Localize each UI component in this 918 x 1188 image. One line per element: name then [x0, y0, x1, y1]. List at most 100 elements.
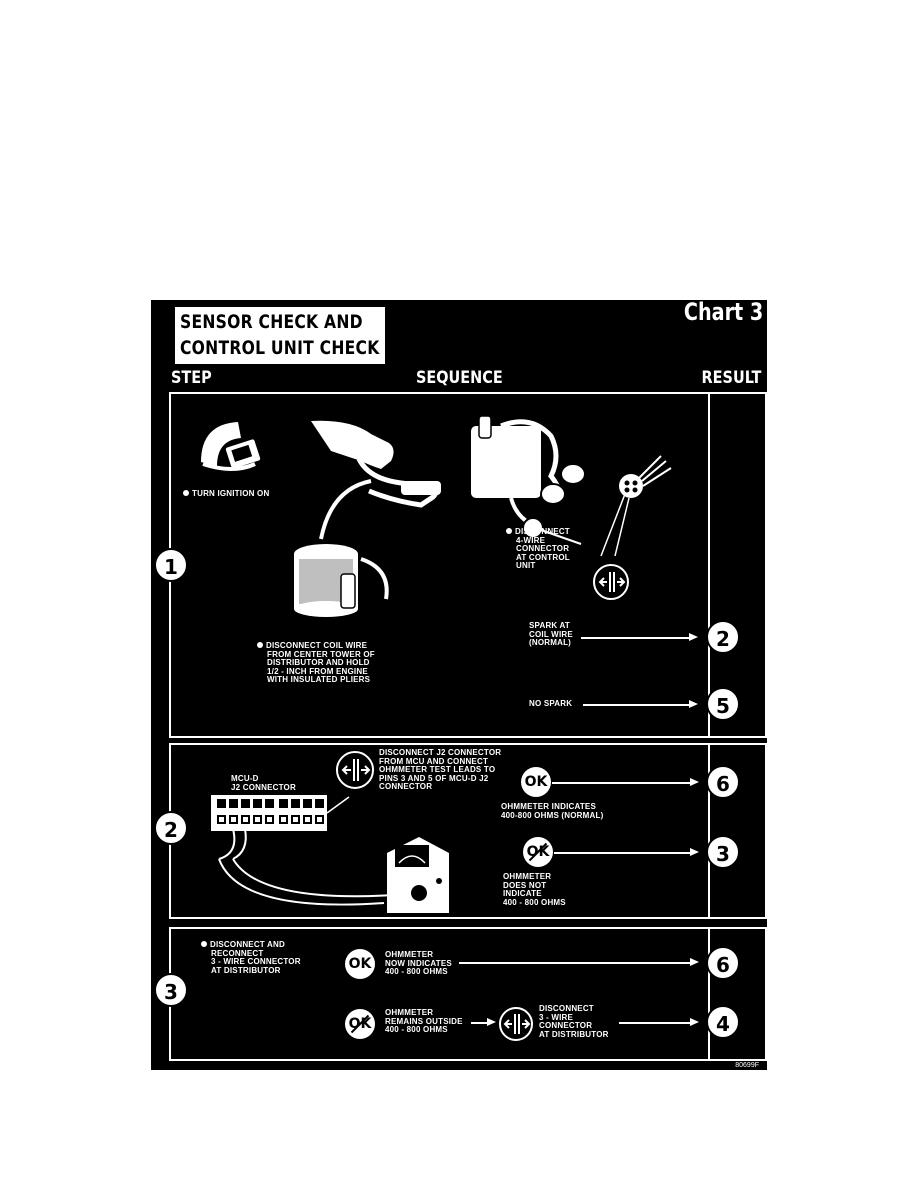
control-unit-illustration [471, 415, 672, 545]
now-indicates-result-bubble: 6 [706, 946, 740, 980]
step-header: STEP [171, 368, 212, 388]
disconnect-4wire-line-5: UNIT [516, 561, 536, 570]
disconnect-coil-line-2: FROM CENTER TOWER OF [267, 649, 375, 659]
step-3-panel: DISCONNECT AND RECONNECT 3 - WIRE CONNEC… [169, 927, 767, 1061]
not-ok-result-bubble: 3 [706, 835, 740, 869]
disconnect-3wire-line-1: DISCONNECT [539, 1004, 594, 1013]
remains-outside-line-3: 400 - 800 OHMS [385, 1025, 448, 1034]
now-indicates-line-1: OHMMETER [385, 950, 434, 959]
mcu-label-line-2: J2 CONNECTOR [231, 782, 296, 792]
ok-icon: OK [521, 767, 551, 797]
disconnect-coil-line-4: 1/2 - INCH FROM ENGINE [267, 666, 368, 676]
no-spark-label: NO SPARK [529, 699, 573, 708]
disconnect-4wire-line-4: AT CONTROL [516, 552, 570, 562]
not-ok-icon: OK [523, 837, 553, 867]
disconnect-3wire-result-bubble: 4 [706, 1005, 740, 1039]
ohmmeter-does-not-text: OHMMETER DOES NOT INDICATE 400 - 800 OHM… [503, 872, 566, 907]
disconnect-3wire-line-3: CONNECTOR [539, 1021, 593, 1030]
spark-line-3: (NORMAL) [529, 638, 572, 647]
ohmmeter-does-not-line-3: INDICATE [503, 889, 542, 898]
bullet-icon [257, 642, 263, 648]
mcu-label: MCU-D J2 CONNECTOR [231, 774, 296, 792]
not-ok-arrow [554, 852, 692, 854]
reconnect-3wire-line-3: 3 - WIRE CONNECTOR [211, 957, 301, 966]
ohmmeter-indicates-line-1: OHMMETER INDICATES [501, 802, 597, 811]
result-header: RESULT [701, 368, 761, 388]
ignition-key-illustration [201, 422, 263, 471]
ohmmeter-indicates-text: OHMMETER INDICATES 400-800 OHMS (NORMAL) [501, 802, 604, 820]
mcu-label-line-1: MCU-D [231, 774, 259, 783]
step-2-number: 2 [154, 811, 188, 845]
bullet-icon [183, 490, 189, 496]
ok-icon: OK [345, 949, 375, 979]
ohmmeter-does-not-line-2: DOES NOT [503, 880, 547, 890]
j2-disconnect-connector-icon [336, 751, 374, 789]
reconnect-3wire-text: DISCONNECT AND RECONNECT 3 - WIRE CONNEC… [201, 940, 301, 975]
step-2-panel: MCU-D J2 CONNECTOR DISCONNEC [169, 743, 767, 919]
j2-connector-ohmmeter-illustration [211, 795, 449, 913]
coil-wire-illustration [294, 420, 441, 617]
result-divider [708, 394, 710, 736]
connector-pointer-lines [600, 494, 630, 557]
reconnect-3wire-line-4: AT DISTRIBUTOR [211, 965, 281, 975]
turn-ignition-label: TURN IGNITION ON [192, 489, 270, 498]
disconnect-coil-line-5: WITH INSULATED PLIERS [267, 675, 371, 684]
disconnect-coil-line-3: DISTRIBUTOR AND HOLD [267, 658, 370, 667]
chart-number-label: Chart 3 [683, 298, 763, 326]
turn-ignition-text: TURN IGNITION ON [183, 489, 270, 499]
ok-arrow-head [690, 778, 699, 786]
disconnect-4wire-text: DISCONNECT 4-WIRE CONNECTOR AT CONTROL U… [506, 527, 570, 571]
not-ok-icon: OK [345, 1009, 375, 1039]
j2-instruction-line-1: DISCONNECT J2 CONNECTOR [379, 748, 502, 757]
result-divider [708, 929, 710, 1059]
ohmmeter-does-not-line-1: OHMMETER [503, 872, 552, 881]
not-ok-arrow-head [690, 848, 699, 856]
disconnect-coil-text: DISCONNECT COIL WIRE FROM CENTER TOWER O… [257, 641, 375, 685]
now-indicates-line-3: 400 - 800 OHMS [385, 967, 448, 976]
3wire-disconnect-connector-icon [499, 1007, 533, 1041]
now-indicates-text: OHMMETER NOW INDICATES 400 - 800 OHMS [385, 950, 452, 977]
ok-result-bubble: 6 [706, 765, 740, 799]
remains-outside-arrow-head [487, 1018, 496, 1026]
bullet-icon [506, 528, 512, 534]
step-3-number: 3 [154, 973, 188, 1007]
ok-arrow [552, 782, 692, 784]
disconnect-3wire-arrow [619, 1022, 692, 1024]
j2-instruction-text: DISCONNECT J2 CONNECTOR FROM MCU AND CON… [379, 748, 502, 792]
spark-line-2: COIL WIRE [529, 629, 573, 639]
step-1-number: 1 [154, 548, 188, 582]
spark-line-1: SPARK AT [529, 621, 571, 630]
bullet-icon [201, 941, 207, 947]
figure-code: 80699F [735, 1062, 759, 1069]
disconnect-4wire-line-1: DISCONNECT [506, 527, 570, 537]
result-divider [708, 745, 710, 917]
disconnect-3wire-text: DISCONNECT 3 - WIRE CONNECTOR AT DISTRIB… [539, 1004, 609, 1039]
now-indicates-arrow-head [690, 958, 699, 966]
now-indicates-arrow [459, 962, 692, 964]
j2-instruction-line-2: FROM MCU AND CONNECT [379, 756, 489, 766]
ohmmeter-indicates-line-2: 400-800 OHMS (NORMAL) [501, 810, 604, 820]
remains-outside-line-1: OHMMETER [385, 1008, 434, 1017]
disconnect-4wire-line-3: CONNECTOR [516, 544, 570, 553]
chart-title-line-2: CONTROL UNIT CHECK [180, 337, 380, 359]
j2-instruction-line-5: CONNECTOR [379, 782, 433, 791]
now-indicates-line-2: NOW INDICATES [385, 958, 452, 968]
reconnect-3wire-line-2: RECONNECT [211, 948, 264, 958]
disconnect-coil-line-1: DISCONNECT COIL WIRE [257, 641, 375, 651]
j2-instruction-line-4: PINS 3 AND 5 OF MCU-D J2 [379, 773, 489, 783]
disconnect-3wire-line-4: AT DISTRIBUTOR [539, 1029, 609, 1039]
remains-outside-line-2: REMAINS OUTSIDE [385, 1016, 463, 1026]
no-spark-result-bubble: 5 [706, 687, 740, 721]
chart-title-box: SENSOR CHECK AND CONTROL UNIT CHECK [173, 305, 387, 366]
disconnect-3wire-arrow-head [690, 1018, 699, 1026]
j2-instruction-line-3: OHMMETER TEST LEADS TO [379, 765, 496, 774]
no-spark-arrow [583, 704, 691, 706]
remains-outside-text: OHMMETER REMAINS OUTSIDE 400 - 800 OHMS [385, 1008, 463, 1035]
reconnect-3wire-line-1: DISCONNECT AND [201, 940, 301, 950]
no-spark-arrow-head [689, 700, 698, 708]
spark-text: SPARK AT COIL WIRE (NORMAL) [529, 621, 573, 648]
remains-outside-arrow [471, 1022, 489, 1024]
spark-result-bubble: 2 [706, 620, 740, 654]
step-1-panel: TURN IGNITION ON DISCONNECT COIL WIRE FR… [169, 392, 767, 738]
ohmmeter-does-not-line-4: 400 - 800 OHMS [503, 897, 566, 907]
